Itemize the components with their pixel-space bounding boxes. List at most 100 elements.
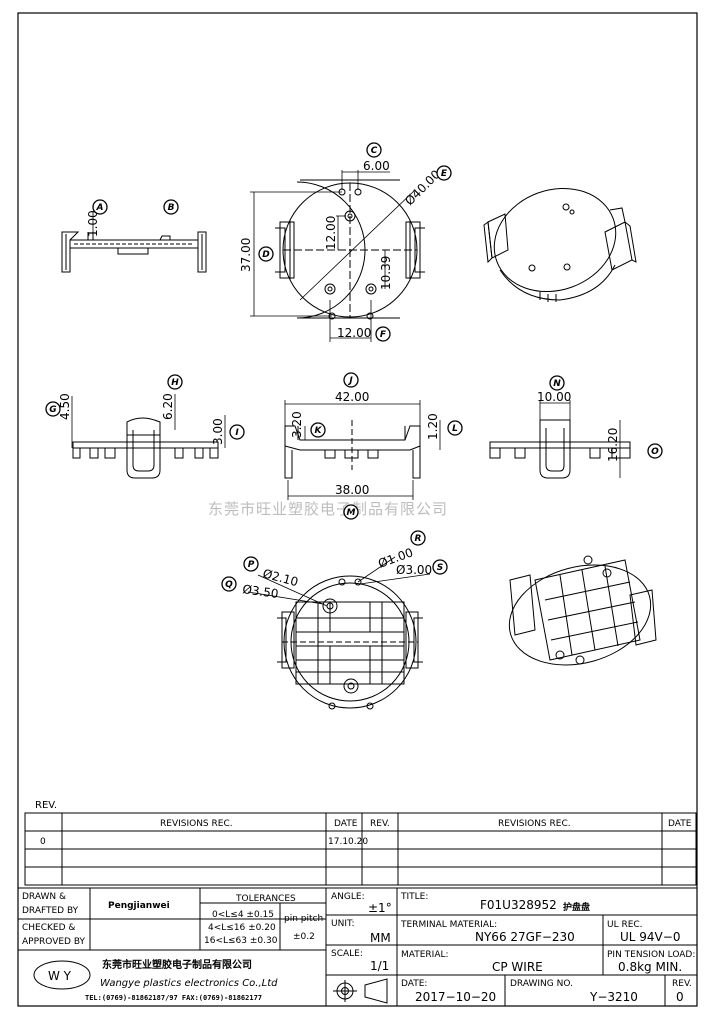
rev-row-date: 17.10.20 bbox=[328, 837, 368, 847]
dim-h: 6.20 bbox=[161, 393, 175, 420]
callout-s: S bbox=[432, 559, 448, 575]
callout-c: C bbox=[366, 142, 382, 158]
top-view-dims bbox=[250, 170, 390, 342]
drawn-name: Pengjianwei bbox=[108, 901, 170, 911]
callout-g: G bbox=[45, 401, 61, 417]
material-value: CP WIRE bbox=[492, 960, 543, 974]
pin-pitch-label: pin pitch bbox=[284, 914, 323, 924]
dim-f: 12.00 bbox=[337, 326, 371, 340]
rev-header-rev: REV. bbox=[370, 819, 390, 829]
watermark: 东莞市旺业塑胶电子制品有限公司 bbox=[208, 500, 448, 518]
callout-k: K bbox=[310, 422, 326, 438]
company-logo: W Y bbox=[48, 969, 72, 983]
terminal-material-label: TERMINAL MATERIAL: bbox=[400, 920, 497, 930]
dim-n: 10.00 bbox=[537, 390, 571, 404]
rev-label: REV. bbox=[672, 979, 692, 989]
dim-g: 4.50 bbox=[58, 393, 72, 420]
dim-l: 1.20 bbox=[426, 413, 440, 440]
bottom-view bbox=[277, 575, 423, 710]
drawing-no-label: DRAWING NO. bbox=[510, 979, 573, 989]
dim-k: 3.20 bbox=[290, 411, 304, 438]
isometric-view-top bbox=[483, 187, 637, 302]
side-view-top-left bbox=[61, 231, 207, 273]
callout-d: D bbox=[258, 246, 274, 262]
dim-d: 37.00 bbox=[239, 238, 253, 272]
callout-i: I bbox=[229, 424, 245, 440]
drafted-label: DRAFTED BY bbox=[22, 906, 79, 916]
side-view-mid-right bbox=[489, 419, 631, 479]
date-label: DATE: bbox=[401, 979, 427, 989]
company-tel-fax: TEL:(0769)-81862187/97 FAX:(0769)-818621… bbox=[85, 994, 262, 1002]
callout-j: J bbox=[343, 372, 359, 388]
side-view-mid-left bbox=[72, 417, 219, 479]
approved-label: APPROVED BY bbox=[22, 937, 86, 947]
rev-header-date2: DATE bbox=[668, 819, 692, 829]
material-label: MATERIAL: bbox=[401, 950, 449, 960]
dim-a: 1.00 bbox=[86, 210, 100, 237]
dim-c: 6.00 bbox=[363, 159, 390, 173]
title-cn: 护盘盘 bbox=[563, 901, 590, 913]
svg-text:R: R bbox=[415, 534, 422, 544]
svg-text:L: L bbox=[452, 424, 458, 434]
rev-header-date: DATE bbox=[334, 819, 358, 829]
callout-a: A bbox=[92, 199, 108, 215]
drawn-label: DRAWN & bbox=[22, 892, 66, 902]
rev-row-rev: 0 bbox=[40, 837, 46, 847]
svg-text:G: G bbox=[49, 405, 56, 415]
svg-text:A: A bbox=[96, 203, 104, 213]
callout-e: E bbox=[436, 165, 452, 181]
svg-text:S: S bbox=[437, 563, 443, 573]
rev-value: 0 bbox=[676, 990, 684, 1004]
svg-text:K: K bbox=[315, 426, 323, 436]
callout-m: M bbox=[343, 504, 359, 520]
top-view bbox=[275, 179, 425, 320]
svg-text:H: H bbox=[171, 378, 179, 388]
dim-o: 16.20 bbox=[606, 428, 620, 462]
dim-h2: 10.39 bbox=[379, 256, 393, 290]
pin-tension-value: 0.8kg MIN. bbox=[618, 960, 682, 974]
svg-text:M: M bbox=[347, 508, 356, 518]
callout-p: P bbox=[243, 556, 259, 572]
unit-label: UNIT: bbox=[331, 919, 355, 929]
callout-r: R bbox=[410, 530, 426, 546]
rev-header-rec: REVISIONS REC. bbox=[160, 819, 233, 829]
angle-label: ANGLE: bbox=[331, 892, 365, 902]
dim-s: Ø3.00 bbox=[396, 563, 432, 577]
svg-text:J: J bbox=[347, 376, 353, 386]
svg-text:C: C bbox=[371, 146, 378, 156]
company-name-cn: 东莞市旺业塑胶电子制品有限公司 bbox=[102, 958, 252, 971]
dim-c2: 12.00 bbox=[324, 216, 338, 250]
svg-text:B: B bbox=[168, 203, 175, 213]
callout-q: Q bbox=[221, 576, 237, 592]
dim-m: 38.00 bbox=[335, 483, 369, 497]
unit-value: MM bbox=[370, 931, 391, 945]
tolerance-1: 0<L≤4 ±0.15 bbox=[212, 910, 274, 920]
callout-b: B bbox=[163, 199, 179, 215]
drawing-no-value: Y−3210 bbox=[589, 990, 638, 1004]
dim-j: 42.00 bbox=[335, 390, 369, 404]
callout-n: N bbox=[549, 375, 565, 391]
tolerances-title: TOLERANCES bbox=[235, 894, 296, 904]
svg-text:D: D bbox=[262, 250, 270, 260]
title-block bbox=[17, 887, 698, 1007]
revision-table bbox=[24, 812, 697, 886]
front-view-dims bbox=[284, 400, 441, 500]
rev-header-rec2: REVISIONS REC. bbox=[498, 819, 571, 829]
tolerance-2: 4<L≤16 ±0.20 bbox=[208, 923, 276, 933]
scale-value: 1/1 bbox=[370, 959, 389, 973]
svg-text:I: I bbox=[235, 428, 239, 438]
svg-text:O: O bbox=[651, 447, 659, 457]
terminal-material-value: NY66 27GF−230 bbox=[475, 930, 575, 944]
ul-value: UL 94V−0 bbox=[620, 930, 680, 944]
title-label: TITLE: bbox=[400, 892, 428, 902]
svg-text:E: E bbox=[441, 169, 448, 179]
company-name-en: Wangye plastics electronics Co.,Ltd bbox=[100, 978, 278, 989]
isometric-view-bottom bbox=[508, 555, 657, 666]
mid-right-dims bbox=[539, 400, 621, 478]
callout-l: L bbox=[447, 420, 463, 436]
svg-text:P: P bbox=[248, 560, 255, 570]
ul-label: UL REC. bbox=[607, 920, 643, 930]
angle-value: ±1° bbox=[368, 901, 392, 915]
title-value: F01U328952 bbox=[480, 898, 557, 912]
callout-f: F bbox=[375, 326, 391, 342]
